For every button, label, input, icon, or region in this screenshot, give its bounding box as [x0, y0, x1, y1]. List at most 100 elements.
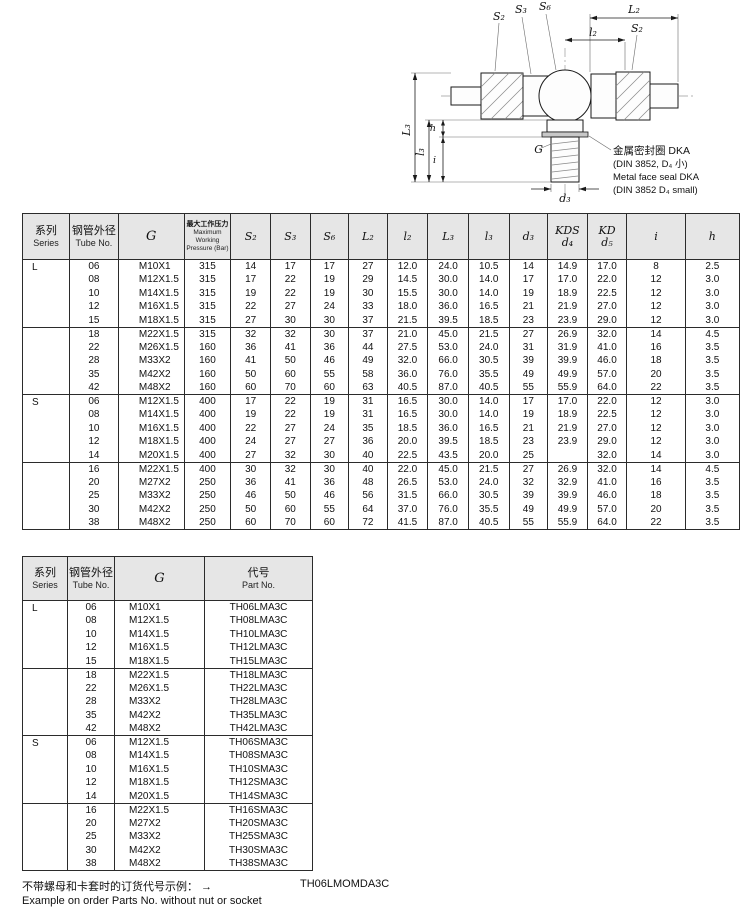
table-cell: 45.0 [427, 326, 469, 341]
table-cell: 3.5 [684, 516, 741, 530]
table-cell: M18X1.5 [114, 654, 205, 668]
table-cell: 55 [309, 367, 350, 381]
series-cell [22, 461, 70, 530]
table-cell: 16 [67, 802, 115, 817]
table-cell: 87.0 [427, 381, 469, 395]
table-cell: 12 [626, 273, 686, 287]
table-cell: M48X2 [117, 516, 185, 530]
table-cell: 60 [309, 516, 350, 530]
table-cell: 22.0 [586, 273, 628, 287]
table-cell: 16.5 [467, 300, 510, 314]
table-cell: M20X1.5 [117, 448, 185, 462]
table-cell: 08 [68, 273, 119, 287]
table-cell: 30.5 [467, 489, 510, 503]
table-cell: M27X2 [114, 816, 205, 830]
table-cell: 14.0 [467, 394, 510, 408]
table-cell: 3.0 [684, 448, 741, 462]
table-cell: 18 [68, 326, 119, 341]
dim-label-l3: l₃ [414, 148, 427, 156]
table-cell: 39.9 [547, 489, 588, 503]
column-header: S₂ [230, 213, 271, 260]
table-cell: 22 [626, 381, 686, 395]
table-cell: 14 [626, 461, 686, 476]
table-cell: 18 [626, 354, 686, 368]
table-cell: 35 [348, 421, 388, 435]
table-cell: 24 [309, 421, 350, 435]
table-cell: M12X1.5 [117, 394, 185, 408]
table-cell: 315 [183, 313, 232, 327]
table-cell: 46 [309, 489, 350, 503]
table-cell: 40 [348, 448, 388, 462]
table-cell: 14 [626, 326, 686, 341]
table-cell: 38 [68, 516, 119, 530]
table-cell: 4.5 [684, 461, 741, 476]
table-cell: 3.0 [684, 313, 741, 327]
table-cell: 57.0 [586, 367, 628, 381]
metal-face-seal [541, 131, 589, 138]
table-cell: 06 [67, 735, 115, 749]
table-cell: 49 [508, 367, 549, 381]
table-cell: 12 [68, 435, 119, 449]
table-cell: 18 [67, 667, 115, 682]
table-cell: 46 [309, 354, 350, 368]
table-cell: 53.0 [427, 475, 469, 489]
table-cell: 30.5 [467, 354, 510, 368]
column-header: l₃ [467, 213, 510, 260]
table-cell: 14 [508, 259, 549, 273]
table-cell: 3.5 [684, 354, 741, 368]
table-cell: 18.5 [386, 421, 429, 435]
table-cell: TH06SMA3C [204, 735, 313, 749]
table-cell: 27.5 [386, 340, 429, 354]
table-cell: 76.0 [427, 502, 469, 516]
table-cell: 27 [230, 448, 271, 462]
table-cell: 27 [230, 313, 271, 327]
table-cell: 3.0 [684, 435, 741, 449]
table-cell: M14X1.5 [114, 749, 205, 763]
table-cell: 21.0 [386, 326, 429, 341]
table-cell: 40.5 [467, 381, 510, 395]
table-cell: 70 [269, 516, 311, 530]
table-cell: 46.0 [586, 354, 628, 368]
table-cell: 22 [269, 394, 311, 408]
table-cell: 14.9 [547, 259, 588, 273]
table-cell: 31.9 [547, 340, 588, 354]
table-cell: M42X2 [117, 502, 185, 516]
table-cell: 315 [183, 259, 232, 273]
hatch-left-nut [480, 72, 524, 120]
table-cell: 19 [309, 286, 350, 300]
table-cell: 12 [626, 286, 686, 300]
table-cell: 15 [68, 313, 119, 327]
table-cell: 31 [348, 408, 388, 422]
table-cell: 32.0 [586, 448, 628, 462]
table-cell: 22 [230, 300, 271, 314]
table-cell: 30 [68, 502, 119, 516]
table-cell: 27 [269, 300, 311, 314]
table-cell: 36 [309, 475, 350, 489]
table-cell: 21.5 [467, 461, 510, 476]
table-cell: M18X1.5 [114, 776, 205, 790]
table-cell: TH16SMA3C [204, 802, 313, 817]
table-cell: 315 [183, 326, 232, 341]
table-cell: 19 [230, 286, 271, 300]
table-cell: 57.0 [586, 502, 628, 516]
table-cell: 39 [508, 489, 549, 503]
table-cell: 31 [508, 340, 549, 354]
table-cell: 22 [269, 273, 311, 287]
table-cell: 21.5 [467, 326, 510, 341]
table-cell: 50 [230, 502, 271, 516]
table-cell: 46 [230, 489, 271, 503]
table-cell: M27X2 [117, 475, 185, 489]
table-cell: 87.0 [427, 516, 469, 530]
table-cell: M48X2 [114, 857, 205, 871]
table-cell: 14 [626, 448, 686, 462]
